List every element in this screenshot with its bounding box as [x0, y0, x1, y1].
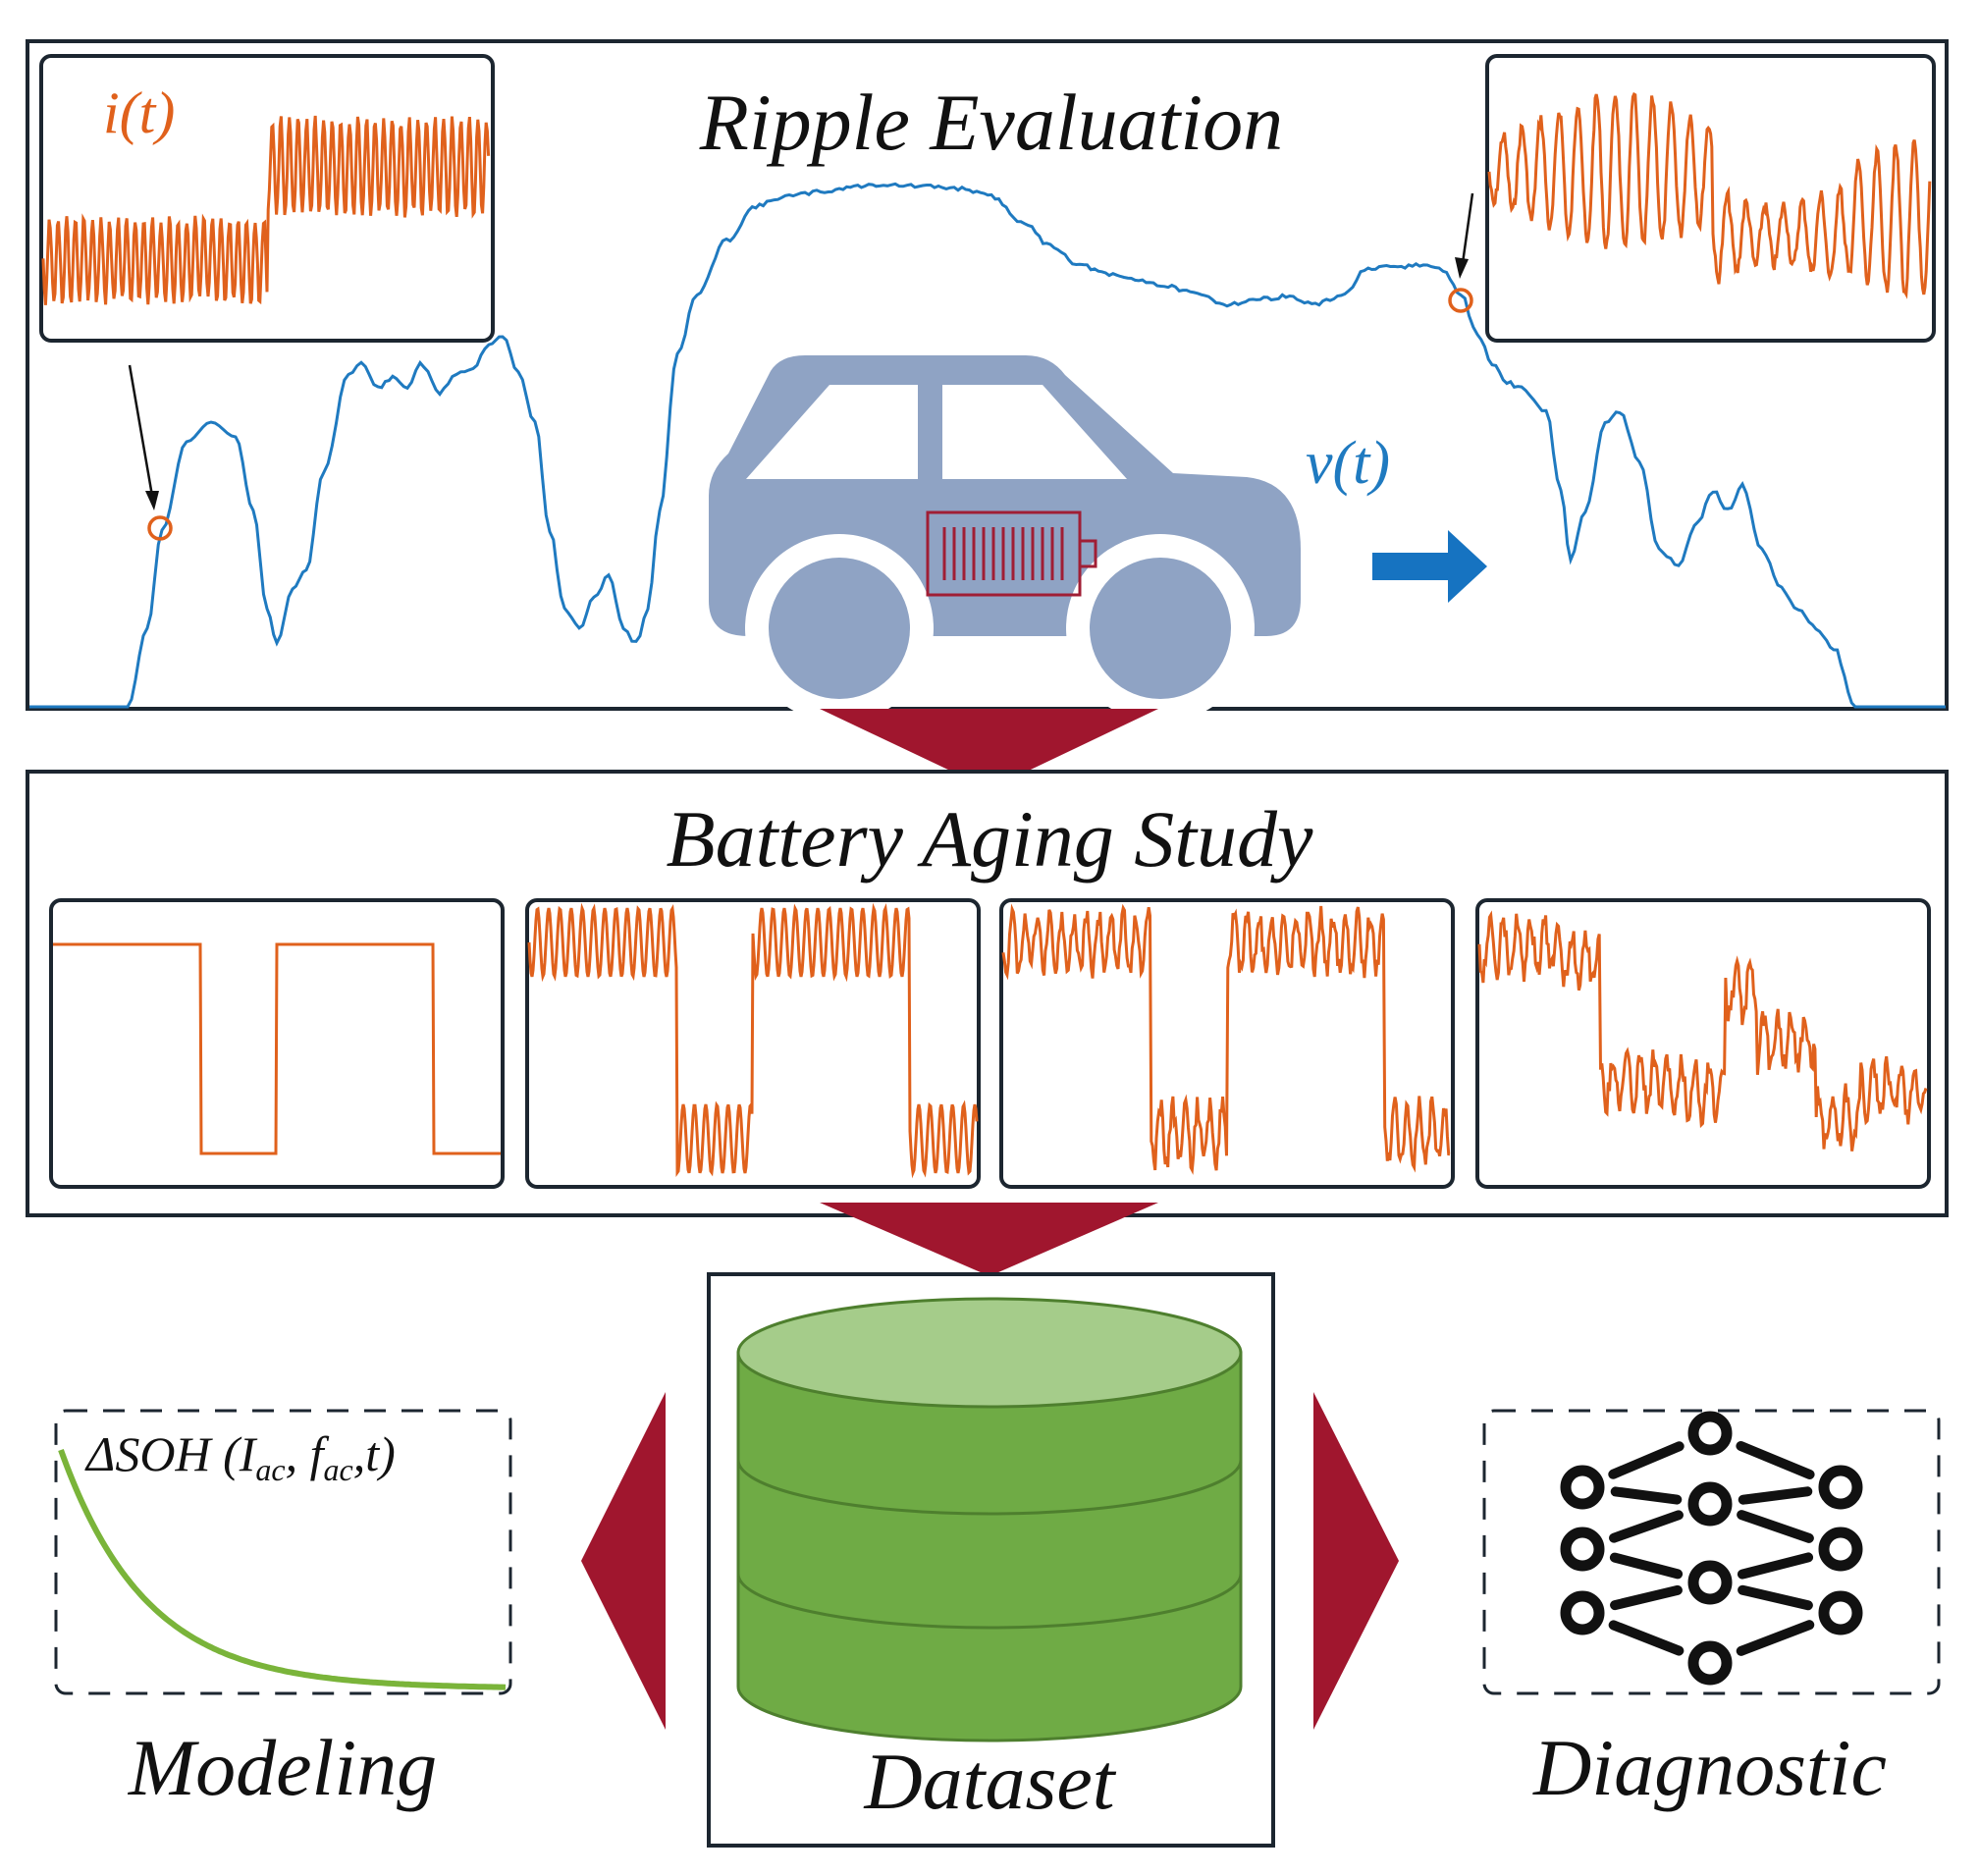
aging-signal-drive-ripple: [1477, 910, 1928, 1152]
flow-arrow-down-2: [820, 1203, 1158, 1276]
battery-icon: [926, 510, 1097, 597]
neuron-node: [1560, 1590, 1605, 1635]
modeling-panel: [54, 1409, 512, 1695]
neuron-node: [1687, 1411, 1733, 1456]
drive-voltage-profile: [29, 182, 1946, 709]
aging-profile-4: [1475, 898, 1931, 1189]
dataset-label: Dataset: [863, 1737, 1116, 1826]
neuron-node: [1687, 1640, 1733, 1686]
zoom-marker-right: [1448, 192, 1474, 313]
flow-arrow-down-1: [820, 709, 1158, 789]
neuron-node: [1818, 1465, 1863, 1510]
ripple-evaluation-title: Ripple Evaluation: [699, 78, 1283, 167]
database-icon: [736, 1297, 1243, 1742]
aging-signal-sine-ripple: [527, 902, 979, 1179]
flow-arrow-left: [581, 1392, 666, 1730]
battery-aging-title: Battery Aging Study: [667, 794, 1314, 884]
soh-decay-curve: [58, 1448, 507, 1690]
neural-network-icon: [1560, 1411, 1863, 1686]
neuron-node: [1560, 1465, 1605, 1510]
car-icon: [709, 355, 1301, 723]
current-label: i(t): [103, 80, 175, 145]
aging-signal-square: [53, 942, 501, 1155]
soh-formula: ΔSOH (Iac, fac,t): [84, 1426, 396, 1487]
current-ripple-signal-right: [1487, 91, 1932, 299]
arrow-right-icon: [1372, 530, 1487, 603]
neuron-node: [1560, 1527, 1605, 1572]
neuron-node: [1818, 1590, 1863, 1635]
neuron-node: [1687, 1560, 1733, 1605]
voltage-label: v(t): [1306, 430, 1390, 497]
current-ripple-signal-left: [41, 115, 491, 305]
flow-arrow-right: [1313, 1392, 1399, 1730]
neuron-node: [1818, 1527, 1863, 1572]
zoom-marker-left: [128, 364, 173, 541]
neuron-node: [1687, 1481, 1733, 1527]
modeling-label: Modeling: [128, 1723, 437, 1812]
diagnostic-panel: [1482, 1409, 1941, 1695]
diagnostic-label: Diagnostic: [1532, 1723, 1887, 1812]
aging-signal-noisy-ripple: [1001, 903, 1451, 1175]
